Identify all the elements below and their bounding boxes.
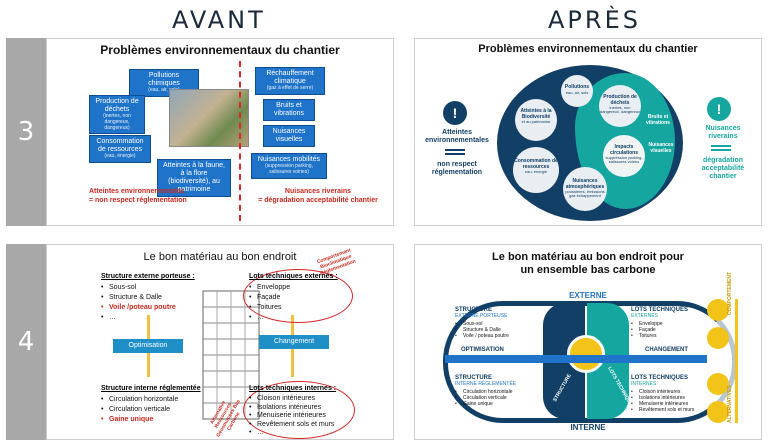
box-ressources: Consommation de ressources(eau, énergie) [89,135,151,163]
circle-impacts [603,135,645,177]
lots-ext-list: Enveloppe Façade Toitures … [249,283,290,323]
slide-3-before: Problèmes environnementaux du chantier P… [46,38,394,226]
int-list: Circulation horizontale Circulation vert… [101,395,178,425]
interne-label: INTERNE [570,423,606,432]
red-ellipse-top [243,269,353,323]
equals-icon [711,145,731,151]
structure-int-heading: STRUCTURE [455,375,492,381]
box-pollutions: Pollutions chimiques(eau, air, sols) [129,69,199,97]
circle-atmospheriques [563,167,607,211]
header-avant: AVANT [172,6,266,34]
left-label: Atteintes environnementales [425,129,489,144]
right-label: Nuisances riverains [705,125,741,140]
optimisation-label: OPTIMISATION [461,347,504,353]
structure-int-sub: INTERNE RÉGLEMENTÉE [455,381,517,387]
center-band [445,355,707,363]
box-bruits: Bruits et vibrations [263,99,315,122]
lots-ext-heading: Lots techniques externes : [249,273,338,280]
row-number-4: 4 [6,244,46,440]
slide-3-after: Problèmes environnementaux du chantier !… [414,38,762,226]
structure-ext-list: Sous-sol Structure & Dalle Voile / potea… [455,321,509,339]
structure-int-list: Circulation horizontale Circulation vert… [455,389,512,407]
ext-list: Sous-sol Structure & Dalle Voile /poteau… [101,283,176,323]
circle-dechets [599,85,641,127]
ext-heading: Structure externe porteuse : [101,273,195,280]
regulation-icon [707,327,729,349]
lots-int-heading: LOTS TECHNIQUES [631,375,689,381]
bruits-text: Bruits et vibrations [646,114,670,126]
visuelles-text: Nuisances visuelles [648,142,674,154]
left-result: non respect réglementation [431,161,483,176]
optimisation-box: Optimisation [113,339,183,353]
photo-collage [169,89,249,147]
right-result: dégradation acceptabilité chantier [701,157,745,180]
box-mobilite: Nuisances mobilités(suppression parking,… [251,153,327,179]
equals-icon [445,149,465,155]
box-faune: Atteintes à la faune, à la flore (biodiv… [157,159,231,198]
yellow-arrow [735,299,738,423]
side-bottom-label: ALTERNATIVES [727,385,733,423]
carbon-icon [707,401,729,423]
circle-biodiversite [515,99,557,141]
warning-icon: ! [707,97,731,121]
dashed-divider [239,61,241,221]
lots-int-list: Cloison intérieures Isolations intérieur… [249,395,334,438]
box-dechets: Production de déchets(inertes, non dange… [89,95,145,135]
lots-int-list: Cloison intérieures Isolations intérieur… [631,389,694,413]
int-heading: Structure interne réglementée [101,385,201,392]
circle-pollutions [561,75,593,107]
header-apres: APRÈS [548,6,641,34]
changement-box: Changement [259,335,329,349]
bioclimatic-icon [707,299,729,321]
lots-int-heading: Lots techniques internes : [249,385,337,392]
changement-label: CHANGEMENT [645,347,688,353]
side-top-label: COMPORTEMENT [727,271,733,315]
circle-ressources [513,147,559,193]
resources-icon [707,373,729,395]
slide-4-after: Le bon matériau au bon endroit pour un e… [414,244,762,440]
slide-title: Problèmes environnementaux du chantier [478,43,698,55]
box-visuelles: Nuisances visuelles [263,125,315,148]
structure-ext-sub: EXTERNE PORTEUSE [455,313,508,319]
left-caption: Atteintes environnementales = non respec… [89,188,187,204]
slide-title: Le bon matériau au bon endroit pour un e… [492,251,684,276]
lots-ext-list: Enveloppe Façade Toitures [631,321,663,339]
center-logo [567,335,605,373]
slide-title: Problèmes environnementaux du chantier [100,43,340,57]
slide-title: Le bon matériau au bon endroit [143,251,297,263]
row-number-3: 3 [6,38,46,226]
structure-ext-heading: STRUCTURE [455,307,492,313]
lots-ext-sub: EXTERNES [631,313,658,319]
externe-label: EXTERNE [569,291,607,300]
right-caption: Nuisances riverains = dégradation accept… [258,188,378,204]
warning-icon: ! [443,101,467,125]
lots-int-sub: INTERNES [631,381,657,387]
slide-4-before: Le bon matériau au bon endroit Structure… [46,244,394,440]
red-ellipse-bottom [243,381,355,439]
box-rechauffement: Réchauffement climatique(gaz à effet de … [255,67,325,95]
lots-ext-heading: LOTS TECHNIQUES [631,307,689,313]
